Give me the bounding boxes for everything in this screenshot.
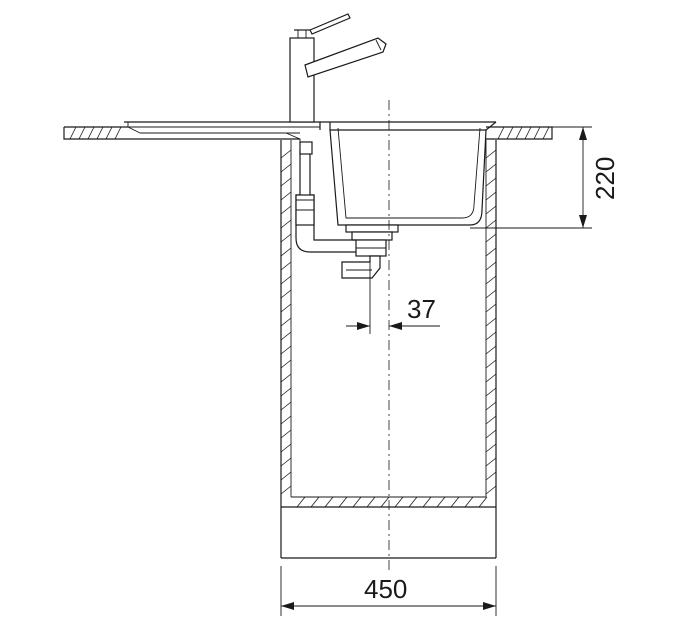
- hatch-line: [436, 496, 446, 508]
- cabinet: [280, 140, 497, 559]
- width-dimension-label: 450: [364, 574, 407, 604]
- hatch-line: [485, 485, 497, 495]
- drain-offset-dimension: 37: [346, 260, 440, 334]
- hatch-line: [280, 345, 292, 355]
- hatch-line: [280, 457, 292, 467]
- hatch-line: [280, 205, 292, 215]
- hatch-line: [464, 496, 474, 508]
- hatch-line: [450, 496, 460, 508]
- hatch-line: [280, 401, 292, 411]
- hatch-line: [324, 496, 334, 508]
- hatch-line: [485, 163, 497, 173]
- hatch-line: [296, 496, 306, 508]
- height-dimension-label: 220: [590, 157, 620, 200]
- hatch-line: [506, 126, 514, 140]
- hatch-line: [280, 149, 292, 159]
- faucet: [289, 13, 387, 123]
- drain-offset-label: 37: [407, 294, 436, 324]
- hatch-line: [280, 415, 292, 425]
- hatch-line: [533, 126, 541, 140]
- hatch-line: [485, 401, 497, 411]
- hatch-line: [485, 443, 497, 453]
- hatch-line: [408, 496, 418, 508]
- hatch-line: [280, 233, 292, 243]
- hatch-line: [485, 205, 497, 215]
- hatch-line: [485, 359, 497, 369]
- hatch-line: [280, 177, 292, 187]
- hatch-line: [280, 331, 292, 341]
- hatch-line: [280, 443, 292, 453]
- hatch-line: [380, 496, 390, 508]
- hatch-line: [478, 496, 488, 508]
- hatch-line: [485, 303, 497, 313]
- hatch-line: [280, 471, 292, 481]
- hatch-line: [352, 496, 362, 508]
- hatch-line: [280, 303, 292, 313]
- hatch-line: [280, 373, 292, 383]
- hatch-line: [485, 373, 497, 383]
- hatch-line: [485, 275, 497, 285]
- hatch-line: [280, 219, 292, 229]
- hatch-line: [485, 415, 497, 425]
- hatch-line: [280, 261, 292, 271]
- hatch-line: [485, 177, 497, 187]
- hatch-line: [280, 191, 292, 201]
- hatch-line: [114, 126, 122, 140]
- hatch-line: [485, 471, 497, 481]
- hatch-line: [485, 457, 497, 467]
- hatch-line: [394, 496, 404, 508]
- hatch-line: [485, 261, 497, 271]
- waste-pipes: [295, 141, 381, 279]
- hatch-line: [78, 126, 86, 140]
- hatch-line: [485, 289, 497, 299]
- hatch-line: [280, 275, 292, 285]
- cabinet-hatching: [280, 149, 497, 508]
- countertop-hatching: [69, 126, 550, 140]
- hatch-line: [515, 126, 523, 140]
- height-dimension: 220: [470, 126, 620, 229]
- hatch-line: [497, 126, 505, 140]
- hatch-line: [338, 496, 348, 508]
- hatch-line: [485, 233, 497, 243]
- hatch-line: [485, 317, 497, 327]
- hatch-line: [69, 126, 77, 140]
- hatch-line: [105, 126, 113, 140]
- hatch-line: [280, 387, 292, 397]
- hatch-line: [485, 387, 497, 397]
- width-dimension: 450: [280, 566, 497, 616]
- hatch-line: [485, 219, 497, 229]
- hatch-line: [280, 485, 292, 495]
- hatch-line: [310, 496, 320, 508]
- hatch-line: [280, 247, 292, 257]
- hatch-line: [485, 345, 497, 355]
- hatch-line: [542, 126, 550, 140]
- hatch-line: [366, 496, 376, 508]
- sink-bowl: [320, 121, 497, 257]
- hatch-line: [280, 317, 292, 327]
- hatch-line: [422, 496, 432, 508]
- hatch-line: [524, 126, 532, 140]
- hatch-line: [280, 163, 292, 173]
- hatch-line: [485, 191, 497, 201]
- hatch-line: [485, 429, 497, 439]
- hatch-line: [280, 289, 292, 299]
- hatch-line: [87, 126, 95, 140]
- hatch-line: [96, 126, 104, 140]
- hatch-line: [485, 331, 497, 341]
- hatch-line: [280, 429, 292, 439]
- hatch-line: [485, 247, 497, 257]
- hatch-line: [485, 149, 497, 159]
- hatch-line: [280, 359, 292, 369]
